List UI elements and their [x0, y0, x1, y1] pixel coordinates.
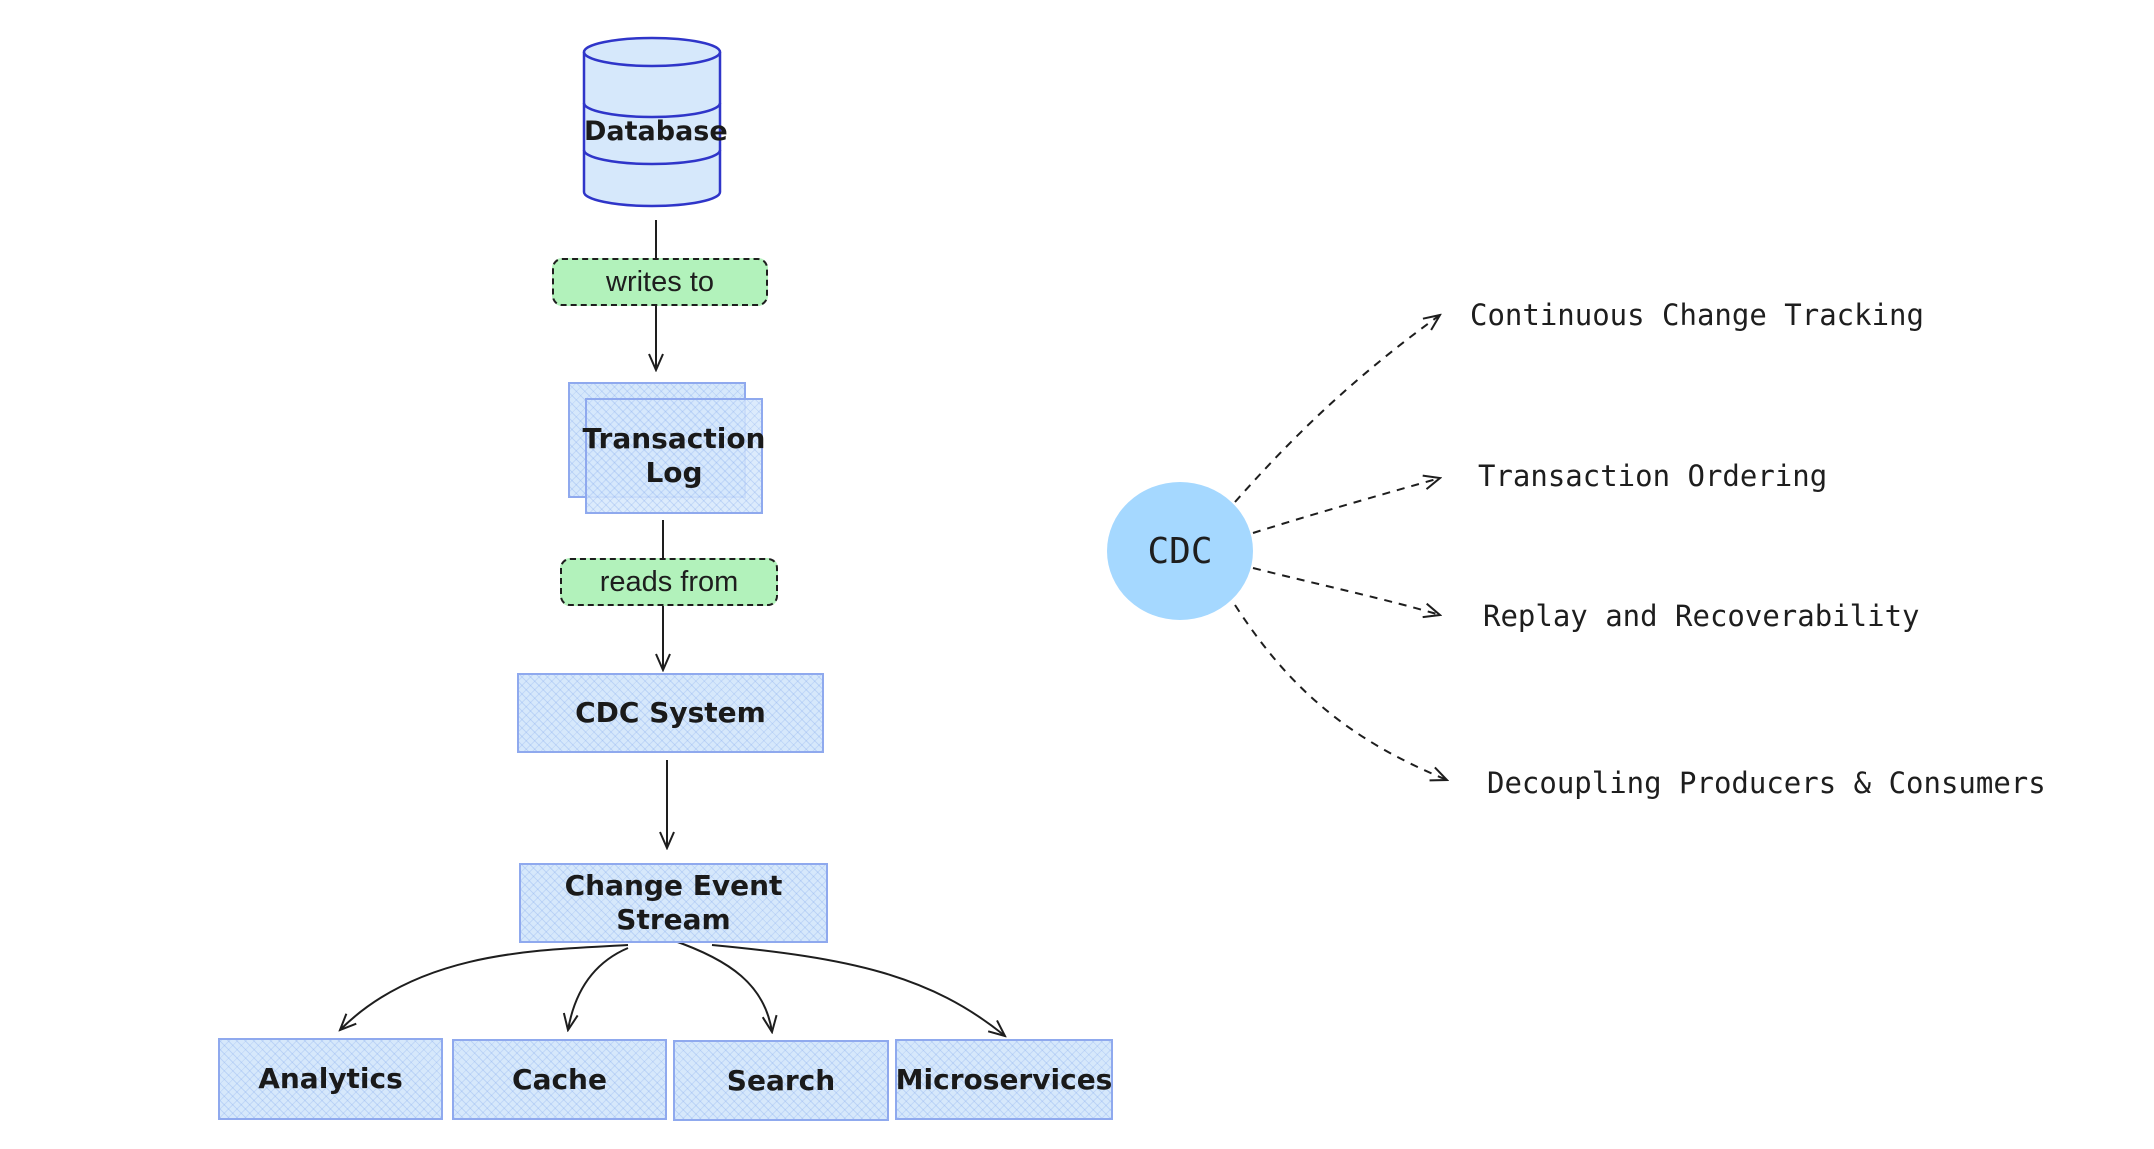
cdc-system-box: CDC System [517, 673, 824, 753]
benefit-transaction-ordering: Transaction Ordering [1478, 459, 1828, 493]
arrow-cdc-to-tracking [1234, 315, 1440, 503]
writes-to-label: writes to [552, 258, 768, 306]
change-event-stream-box: Change Event Stream [519, 863, 828, 943]
consumer-cache-box: Cache [452, 1039, 667, 1120]
cdc-circle: CDC [1107, 482, 1253, 620]
benefit-decoupling: Decoupling Producers & Consumers [1487, 766, 2046, 800]
benefit-continuous-change-tracking: Continuous Change Tracking [1470, 298, 1924, 332]
consumer-analytics-box: Analytics [218, 1038, 443, 1120]
database-cylinder [582, 36, 722, 208]
database-label: Database [584, 116, 728, 147]
consumer-microservices-box: Microservices [895, 1039, 1113, 1120]
arrow-cdc-to-decoupling [1234, 604, 1447, 780]
arrow-cdc-to-replay [1252, 567, 1440, 615]
arrow-stream-to-analytics [340, 944, 629, 1030]
arrow-stream-to-cache [568, 947, 629, 1030]
benefit-replay-recoverability: Replay and Recoverability [1483, 599, 1920, 633]
reads-from-label: reads from [560, 558, 778, 606]
arrow-stream-to-search [671, 939, 772, 1032]
consumer-search-box: Search [673, 1040, 889, 1121]
transaction-log-box: Transaction Log [583, 398, 766, 514]
arrow-stream-to-microservices [711, 944, 1005, 1036]
arrow-cdc-to-ordering [1252, 478, 1440, 534]
